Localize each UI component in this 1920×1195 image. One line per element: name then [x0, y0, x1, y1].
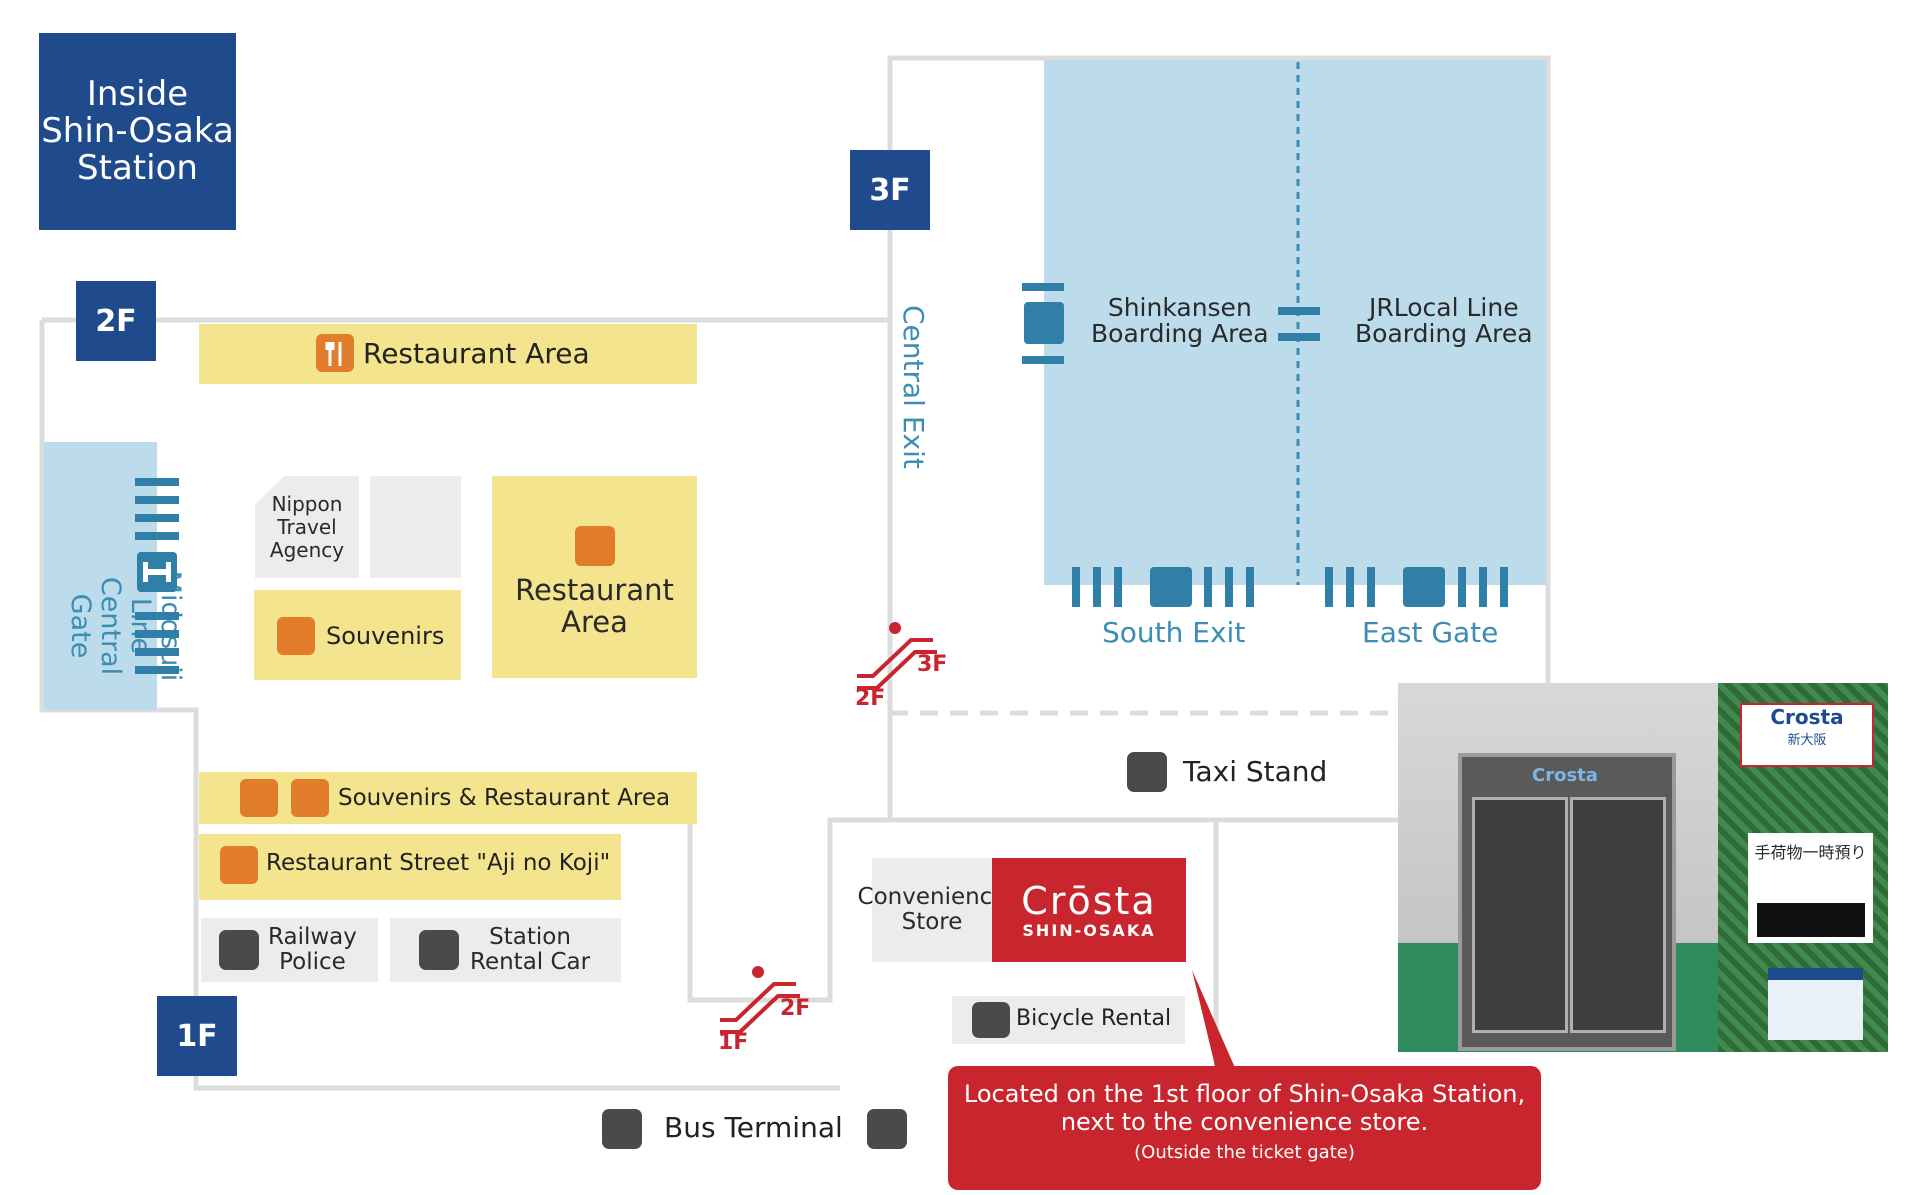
photo-door-right	[1570, 797, 1666, 1033]
restaurant-street	[199, 834, 621, 900]
rental-car-label: Station Rental Car	[470, 925, 590, 975]
escalator-icon-upper	[857, 622, 937, 690]
souvenirs-label: Souvenirs	[326, 622, 445, 650]
location-callout: Located on the 1st floor of Shin-Osaka S…	[948, 1066, 1541, 1190]
floor-badge-1f: 1F	[157, 996, 237, 1076]
photo-door-sign: Crosta	[1532, 765, 1598, 786]
restaurant-icon	[316, 334, 354, 372]
restaurant-big-line-1: Restaurant	[515, 573, 674, 607]
railway-police-label: Railway Police	[268, 925, 357, 975]
callout-line-3: (Outside the ticket gate)	[1134, 1142, 1355, 1163]
police-icon	[219, 930, 259, 970]
bus-terminal-label: Bus Terminal	[664, 1111, 843, 1144]
entrance-photo: Crosta Crosta 新大阪 手荷物一時預り	[1398, 683, 1888, 1052]
unlabeled-shop	[370, 476, 461, 578]
convenience-line-2: Store	[901, 909, 963, 935]
restaurant-street-label: Restaurant Street "Aji no Koji"	[266, 850, 611, 876]
east-gate-label: East Gate	[1362, 616, 1499, 649]
escalator-upper-from: 2F	[855, 686, 886, 711]
title-line-1: Inside	[86, 74, 189, 114]
fork-knife-icon	[291, 779, 329, 817]
floor-badge-2f: 2F	[76, 281, 156, 361]
nippon-line-2: Travel	[277, 514, 337, 539]
floor-badge-3f: 3F	[850, 150, 930, 230]
photo-hours-sign	[1768, 968, 1863, 1040]
shinkansen-line-1: Shinkansen	[1107, 293, 1252, 322]
escalator-lower-from: 1F	[718, 1030, 749, 1055]
midosuji-gate-bars	[135, 478, 179, 674]
photo-brand-text: Crosta	[1770, 705, 1844, 729]
shinkansen-line-2: Boarding Area	[1091, 319, 1269, 348]
bus-icon-right	[867, 1109, 907, 1149]
fork-knife-icon	[220, 846, 258, 884]
photo-storage-panel	[1756, 903, 1865, 937]
photo-storage-sign: 手荷物一時預り	[1748, 833, 1873, 943]
restaurant-area-big: Restaurant Area	[492, 476, 697, 678]
map-title: Inside Shin-Osaka Station	[39, 33, 236, 230]
souvenirs-restaurant-area	[199, 772, 697, 824]
restaurant-big-line-2: Area	[561, 605, 628, 639]
nippon-line-1: Nippon	[271, 491, 343, 516]
escalator-lower-to: 2F	[780, 996, 811, 1021]
boarding-area	[1044, 60, 1546, 585]
photo-brand-sub: 新大阪	[1787, 733, 1827, 748]
jrlocal-line-1: JRLocal Line	[1369, 293, 1519, 322]
title-line-2: Shin-Osaka	[41, 111, 234, 151]
south-exit-label: South Exit	[1102, 616, 1246, 649]
callout-line-1: Located on the 1st floor of Shin-Osaka S…	[963, 1080, 1526, 1108]
fork-knife-icon	[325, 342, 342, 366]
bus-icon-left	[602, 1109, 642, 1149]
nippon-line-3: Agency	[269, 537, 345, 562]
bag-icon	[240, 779, 278, 817]
shinkansen-label: Shinkansen Boarding Area	[1091, 295, 1269, 347]
bicycle-icon	[972, 1002, 1010, 1038]
restaurant-area-top	[199, 324, 697, 384]
souvenirs-restaurant-label: Souvenirs & Restaurant Area	[338, 785, 671, 811]
jrlocal-line-2: Boarding Area	[1355, 319, 1533, 348]
taxi-stand-label: Taxi Stand	[1183, 755, 1328, 788]
convenience-line-1: Convenience	[857, 884, 1007, 910]
crosta-logo-text: Crōsta	[1021, 878, 1157, 923]
photo-door-left	[1472, 797, 1568, 1033]
title-line-3: Station	[77, 148, 198, 188]
convenience-store: Convenience Store	[858, 858, 1006, 962]
restaurant-area-top-label: Restaurant Area	[363, 337, 590, 370]
jrlocal-label: JRLocal Line Boarding Area	[1355, 295, 1533, 347]
photo-door: Crosta	[1458, 753, 1676, 1051]
police-line-2: Police	[279, 949, 346, 975]
taxi-icon	[1127, 752, 1167, 792]
rental-line-1: Station	[489, 924, 571, 950]
callout-line-2: next to the convenience store.	[1060, 1108, 1429, 1136]
escalator-upper-to: 3F	[917, 652, 948, 677]
nippon-travel-agency: Nippon Travel Agency	[255, 476, 359, 578]
rental-line-2: Rental Car	[470, 949, 591, 975]
crosta-subtitle: SHIN-OSAKA	[1022, 920, 1156, 940]
car-rental-icon	[419, 930, 459, 970]
police-line-1: Railway	[268, 924, 357, 950]
photo-storage-text: 手荷物一時預り	[1754, 843, 1867, 862]
bag-icon	[277, 617, 315, 655]
restaurant-icon-big	[575, 526, 615, 566]
photo-brand-sign: Crosta 新大阪	[1740, 703, 1874, 767]
escalator-icon-lower	[720, 966, 800, 1034]
bicycle-rental-label: Bicycle Rental	[1016, 1006, 1172, 1031]
crosta-shin-osaka[interactable]: Crōsta SHIN-OSAKA	[992, 858, 1186, 962]
